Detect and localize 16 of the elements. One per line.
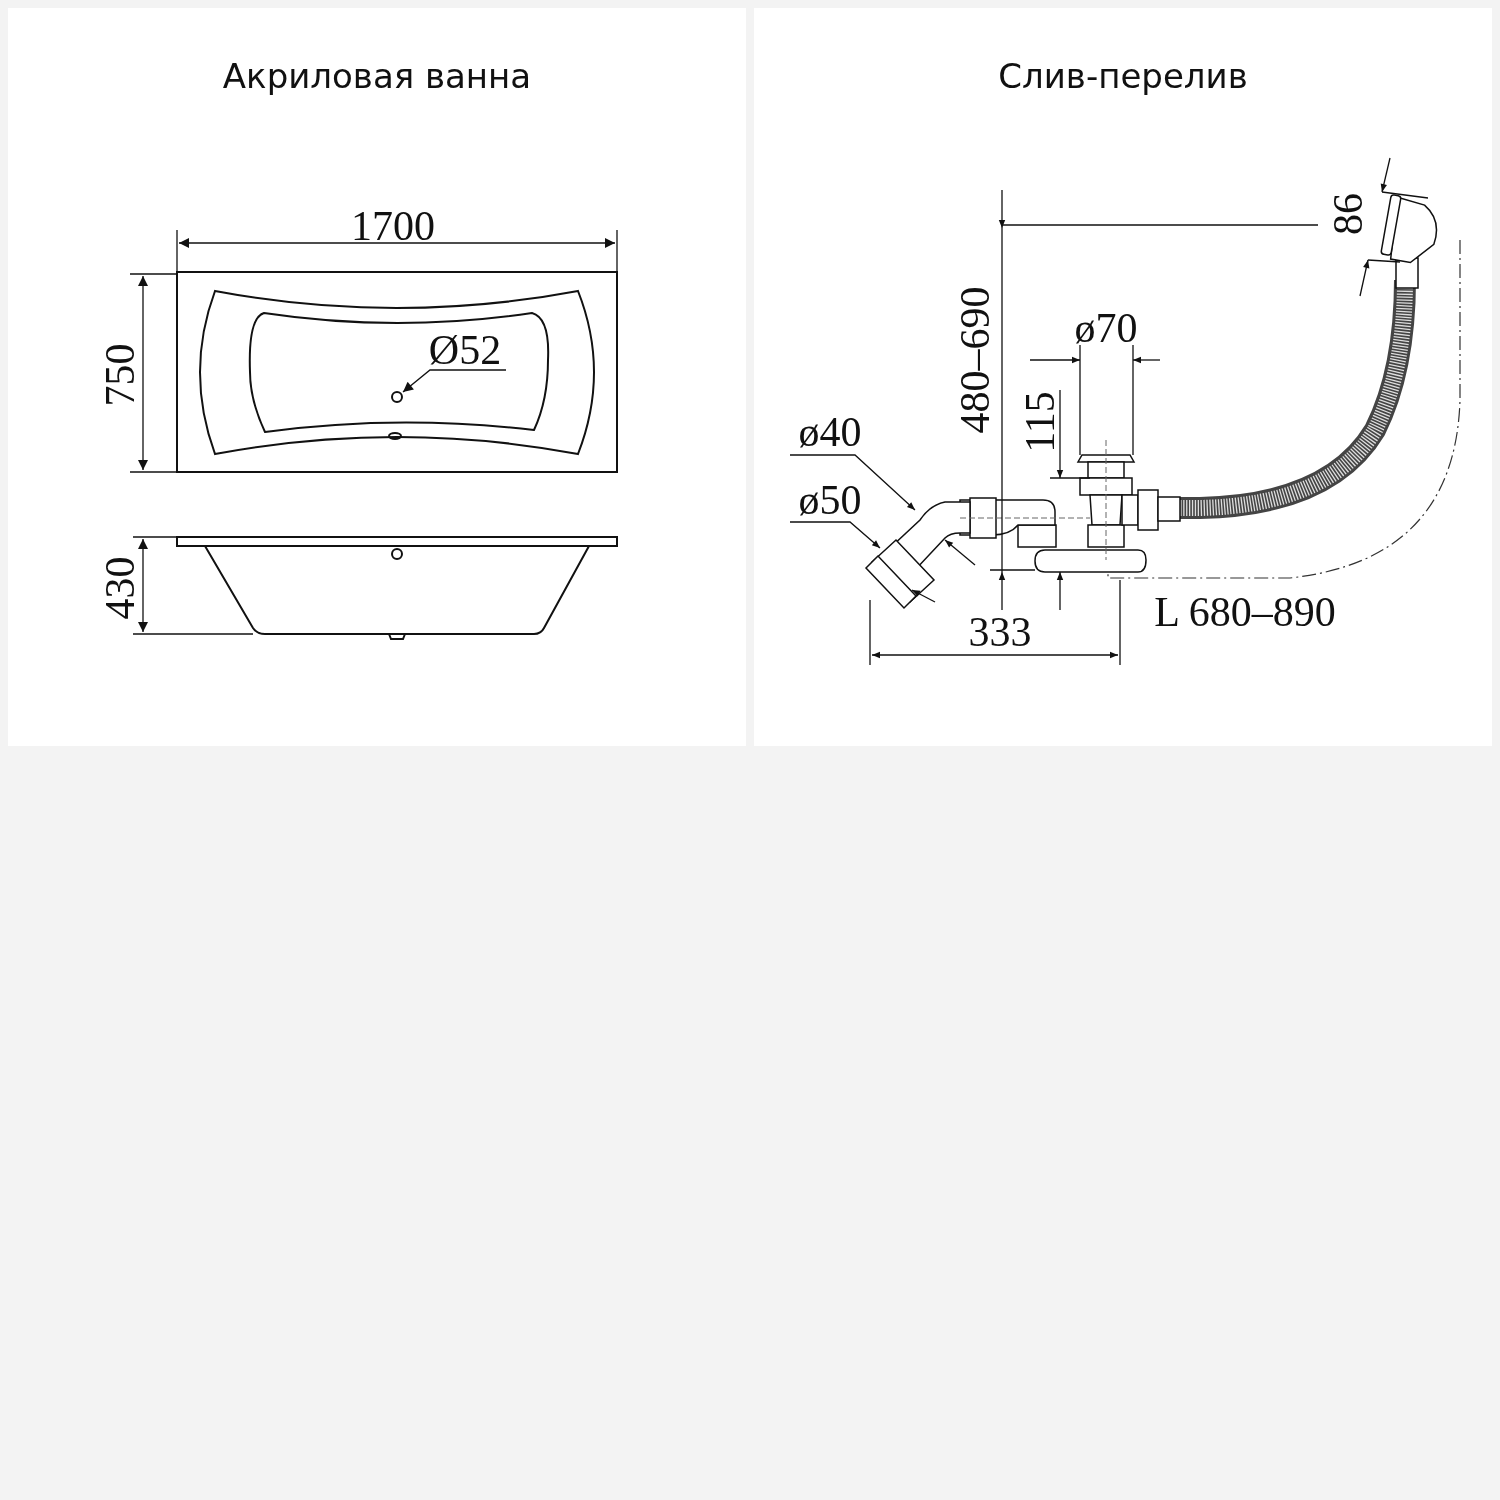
dimension-label: 430 <box>99 556 141 620</box>
panel-title: Акриловая ванна <box>221 56 533 96</box>
dimension-label: 333 <box>968 611 1032 653</box>
dimension-label: 115 <box>1019 391 1061 453</box>
dimension-label: ø70 <box>1074 307 1138 349</box>
dimension-label: ø50 <box>798 479 862 521</box>
dimension-label: ø40 <box>798 411 862 453</box>
panel-card <box>8 8 746 746</box>
dimension-label: L 680–890 <box>1154 591 1336 633</box>
dimension-label: 480–690 <box>954 286 996 434</box>
dimension-label: 750 <box>99 343 141 407</box>
dimension-label: 86 <box>1327 193 1369 235</box>
panel-card <box>754 8 1492 746</box>
dimension-label: Ø52 <box>428 329 502 371</box>
panel-title: Слив-перелив <box>997 56 1249 96</box>
dimension-label: 1700 <box>351 205 435 247</box>
